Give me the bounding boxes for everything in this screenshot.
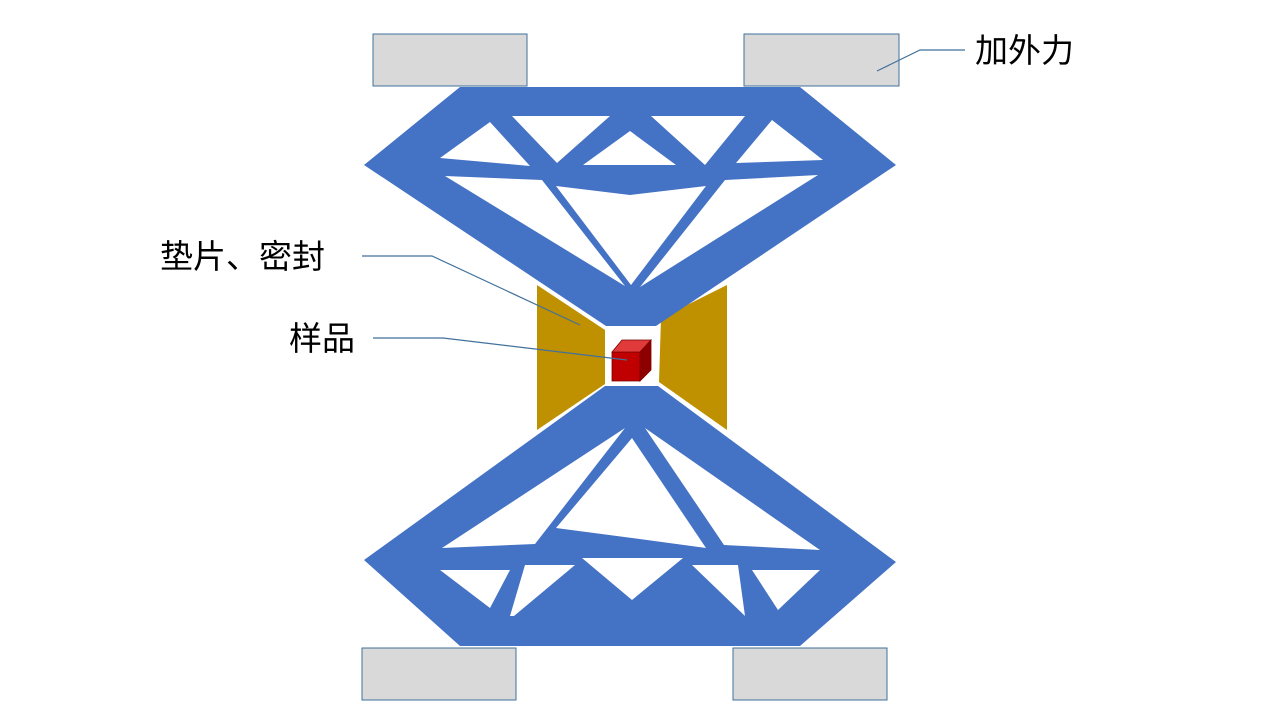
pressure-pad-top-left — [372, 33, 528, 87]
external-force-label: 加外力 — [975, 31, 1074, 70]
leader-line-sample — [373, 337, 628, 361]
upper-diamond-anvil — [364, 87, 896, 326]
leader-line-external-force — [876, 49, 965, 72]
gasket-seal-label: 垫片、密封 — [160, 237, 325, 276]
pressure-pad-bottom-right — [732, 647, 888, 701]
pressure-pad-top-right — [743, 33, 900, 87]
gasket-right — [659, 285, 727, 430]
sample-label: 样品 — [289, 319, 355, 358]
lower-diamond-anvil — [364, 386, 896, 646]
pressure-pad-bottom-left — [361, 647, 517, 701]
red-cube-icon — [611, 338, 652, 382]
gasket-left — [537, 285, 605, 430]
leader-line-gasket — [362, 255, 581, 326]
